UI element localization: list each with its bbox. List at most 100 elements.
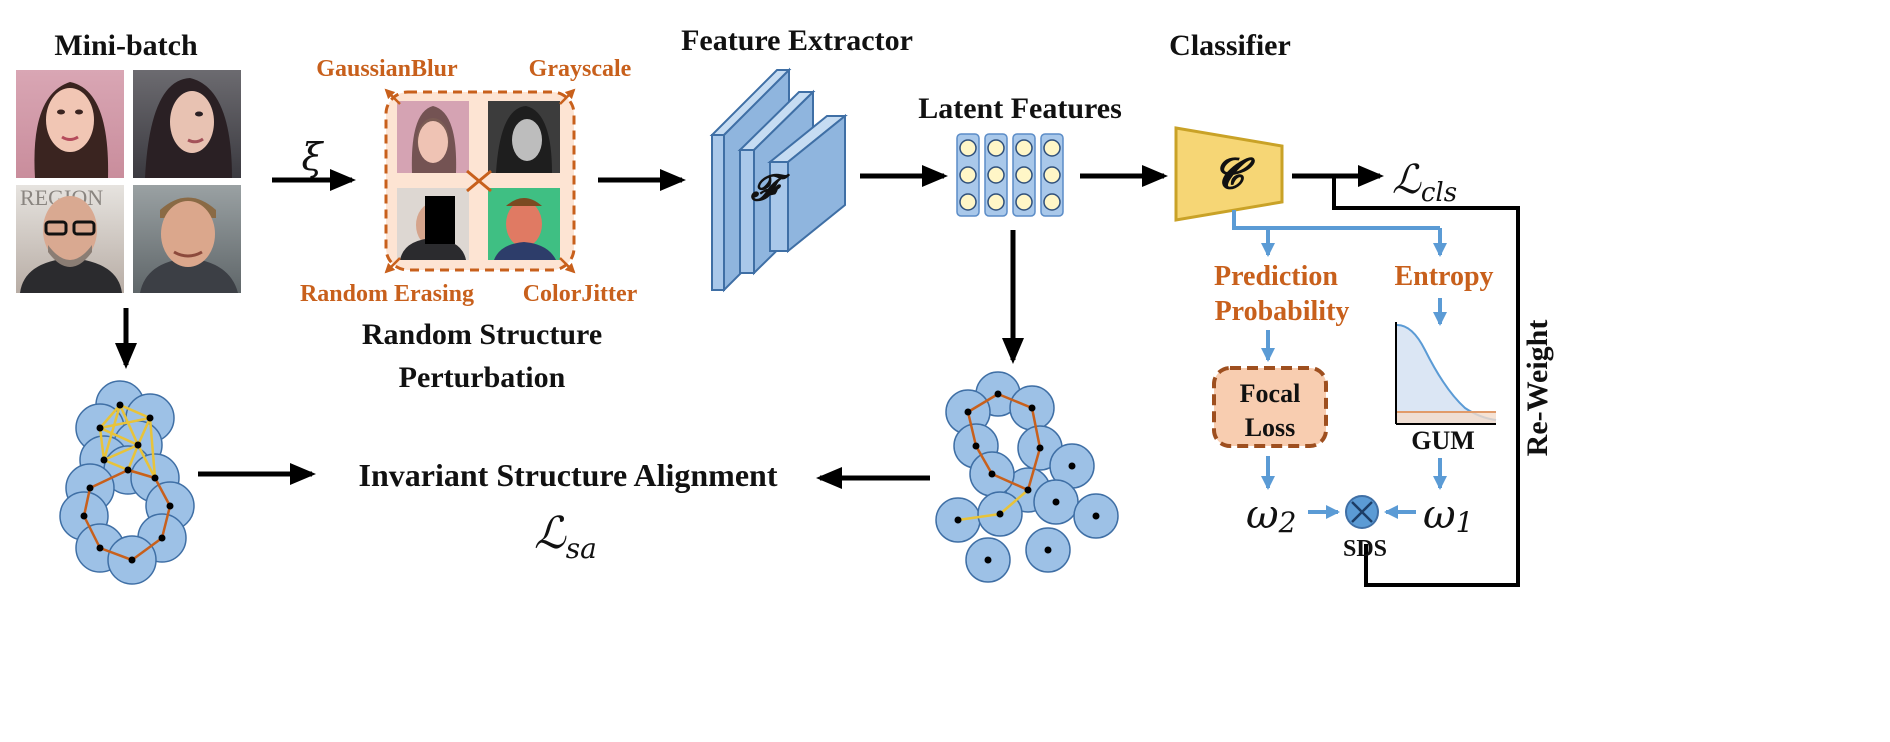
focal-label-line2: Loss [1245,413,1296,442]
graph-vertex [994,390,1002,398]
graph-edge-orange [997,392,1033,410]
entropy-label: Entropy [1394,261,1493,292]
latent-unit [959,193,977,211]
graph-edge-yellow [99,404,121,429]
omega2-sub: 2 [1278,506,1297,539]
graph-vertex [1068,462,1076,470]
perturbation-caption-line2: Perturbation [399,361,566,394]
omega2: ω2 [1246,492,1296,539]
graph-edge-orange [127,468,156,480]
prediction-label-line1: Prediction [1214,261,1338,292]
latent-unit [1043,166,1061,184]
graph-edge-orange [131,536,163,562]
latent-unit [1015,193,1033,211]
label-grayscale: Grayscale [529,56,632,82]
graph-vertex [96,544,104,552]
reweight-loop-line [1332,176,1520,587]
label-gaussianblur: GaussianBlur [316,56,458,82]
graph-edge-yellow [98,427,106,461]
latent-unit [987,139,1005,157]
orange-arrow-br [559,257,576,274]
xi-symbol: ξ [302,135,325,179]
classifier-branches [1232,210,1447,257]
left-structure-graph [59,380,195,585]
graph-vertex [128,556,136,564]
graph-vertex [96,424,104,432]
latent-unit [959,139,977,157]
aug-photo-blur [397,101,469,173]
graph-edge-yellow [136,417,152,446]
graph-vertex [988,470,996,478]
graph-vertex [996,510,1004,518]
graph-vertex [80,512,88,520]
graph-vertex [124,466,132,474]
graph-edge-orange [153,477,172,507]
graph-vertex [954,516,962,524]
graph-edge-orange [1026,447,1042,491]
face-photo-4 [133,185,241,293]
loss-cls-sub: cls [1421,178,1457,208]
perturbation-caption-line1: Random Structure [362,318,602,351]
gum-distribution-plot [1395,322,1497,425]
latent-title: Latent Features [918,92,1122,125]
graph-vertex [1024,486,1032,494]
graph-vertex [86,484,94,492]
graph-edge-orange [1030,407,1042,449]
graph-vertex [1044,546,1052,554]
graph-vertex [166,502,174,510]
classifier-title: Classifier [1169,29,1291,62]
omega1: ω1 [1423,492,1473,539]
omega1-base: ω [1423,492,1456,538]
graph-edge-orange [82,515,102,549]
graph-vertex [964,408,972,416]
graph-vertex [116,401,124,409]
reweight-label: Re-Weight [1521,320,1554,457]
graph-vertex [146,414,154,422]
graph-vertex [984,556,992,564]
loss-sa-sub: sa [566,532,597,565]
graph-vertex [1036,444,1044,452]
latent-unit [959,166,977,184]
graph-edge-yellow [102,404,122,461]
graph-vertex [972,442,980,450]
graph-edge-orange [82,487,92,517]
latent-unit [987,166,1005,184]
face-photo-1 [16,70,124,178]
orange-arrow-bl [384,257,401,274]
multiply-icon [1345,495,1379,529]
orange-arrow-tr [559,88,576,105]
graph-edge-yellow [99,426,139,447]
orange-arrow-tl [384,88,401,105]
loss-sa-base: ℒ [534,508,567,559]
graph-vertex [100,456,108,464]
minibatch-title: Mini-batch [54,29,198,62]
graph-vertex [134,441,142,449]
graph-edge-yellow [136,444,157,479]
graph-vertex [151,474,159,482]
label-random-erasing: Random Erasing [300,281,474,307]
graph-vertex [158,534,166,542]
graph-edge-yellow [103,458,129,472]
latent-unit [987,193,1005,211]
focal-loss-box [1212,366,1328,448]
graph-edge-orange [89,468,129,490]
graph-vertex [1028,404,1036,412]
aug-photo-erasing [397,188,469,260]
face-photo-3: REGION [16,185,124,293]
graph-edge-orange [99,546,133,562]
graph-edge-yellow [957,512,1001,522]
classifier-trapezoid [1174,126,1284,222]
omega2-base: ω [1246,492,1279,538]
graph-edge-orange [160,505,172,539]
graph-edge-yellow [119,403,151,420]
gum-label: GUM [1411,426,1475,455]
sds-label: SDS [1343,536,1387,562]
graph-edge-yellow [118,404,140,446]
omega1-sub: 1 [1456,506,1474,539]
graph-edge-yellow [148,417,157,479]
feature-extractor-blocks [709,67,848,293]
graph-edge-orange [974,445,994,475]
loss-cls: ℒcls [1392,157,1457,208]
